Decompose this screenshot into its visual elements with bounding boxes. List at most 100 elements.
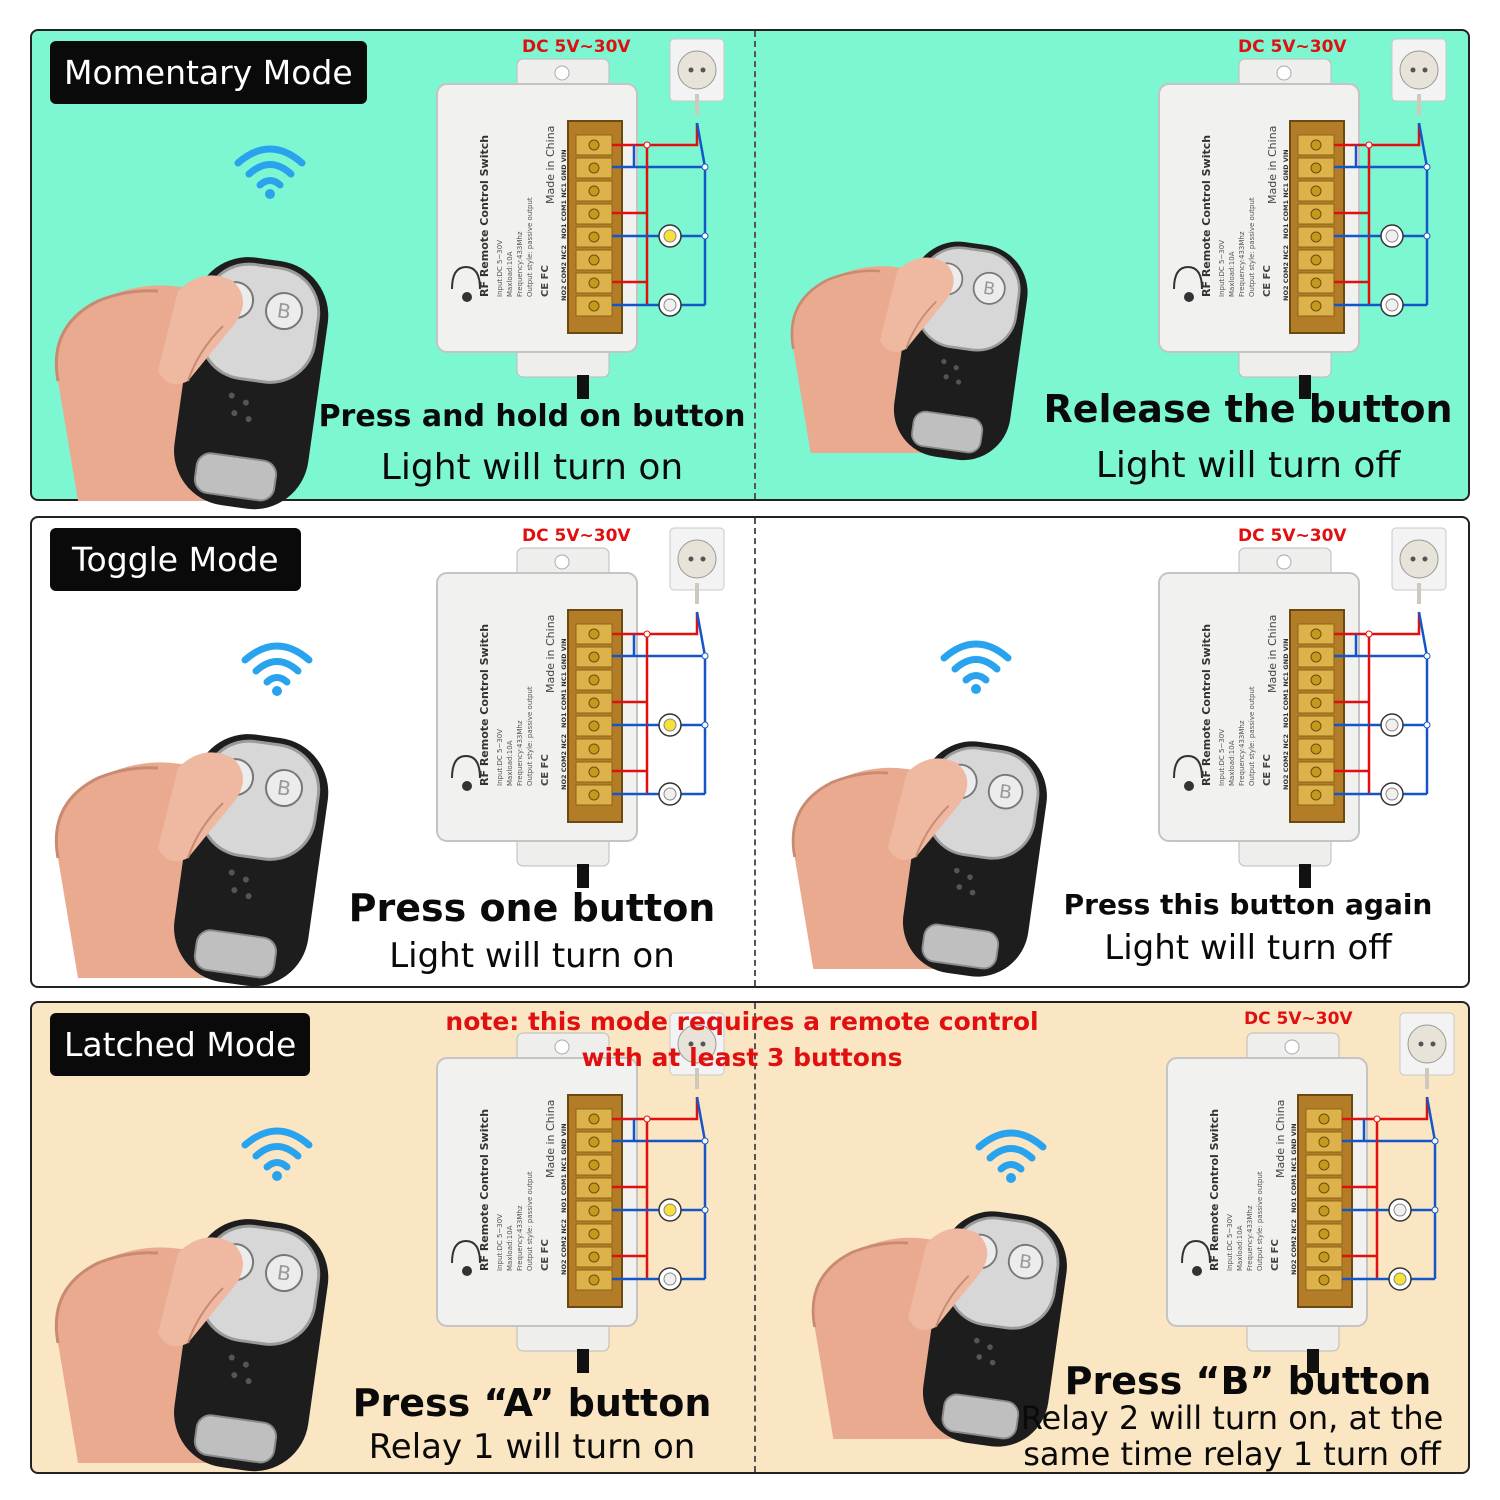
svg-text:Output style: passive output: Output style: passive output bbox=[526, 197, 534, 297]
relay-module: RF Remote Control Switch Input:DC 5~30V … bbox=[436, 527, 725, 888]
relay-module: RF Remote Control Switch Input:DC 5~30V … bbox=[436, 38, 725, 399]
dc-label: DC 5V~30V bbox=[522, 526, 631, 546]
svg-text:NO1 COM1 NC1 GND VIN: NO1 COM1 NC1 GND VIN bbox=[1290, 1123, 1298, 1213]
svg-text:RF Remote Control Switch: RF Remote Control Switch bbox=[1200, 135, 1213, 297]
relay-module: RF Remote Control Switch Input:DC 5~30V … bbox=[1158, 38, 1447, 399]
caption-bold: Release the button bbox=[1043, 387, 1453, 431]
svg-text:Made in China: Made in China bbox=[1266, 126, 1279, 204]
svg-text:Frequency:433Mhz: Frequency:433Mhz bbox=[1238, 720, 1246, 786]
svg-text:RF Remote Control Switch: RF Remote Control Switch bbox=[1200, 624, 1213, 786]
svg-text:Made in China: Made in China bbox=[544, 1100, 557, 1178]
svg-text:Output style: passive output: Output style: passive output bbox=[526, 686, 534, 786]
svg-text:Frequency:433Mhz: Frequency:433Mhz bbox=[516, 231, 524, 297]
hand-holding-remote-icon: A B bbox=[54, 734, 329, 987]
wifi-signal-icon bbox=[234, 145, 306, 199]
svg-text:NO2 COM2 NC2: NO2 COM2 NC2 bbox=[560, 734, 568, 790]
svg-text:CE FC: CE FC bbox=[1262, 265, 1273, 297]
latched-right: DC 5V~30V A B bbox=[754, 1003, 1470, 1473]
hand-holding-remote-icon: A B bbox=[791, 741, 1047, 977]
dc-label: DC 5V~30V bbox=[1238, 37, 1347, 57]
caption-normal: Light will turn on bbox=[389, 936, 675, 976]
caption-bold: Press this button again bbox=[1063, 888, 1433, 921]
svg-text:Made in China: Made in China bbox=[1266, 615, 1279, 693]
svg-text:Input:DC 5~30V: Input:DC 5~30V bbox=[496, 1214, 504, 1271]
caption-normal: Relay 1 will turn on bbox=[368, 1427, 696, 1467]
svg-text:NO2 COM2 NC2: NO2 COM2 NC2 bbox=[560, 1219, 568, 1275]
svg-text:B: B bbox=[276, 775, 293, 801]
svg-text:Maxload:10A: Maxload:10A bbox=[506, 740, 514, 786]
svg-text:B: B bbox=[1018, 1251, 1034, 1274]
hand-holding-remote-icon: A B bbox=[790, 241, 1028, 461]
svg-text:NO1 COM1 NC1 GND VIN: NO1 COM1 NC1 GND VIN bbox=[560, 1123, 568, 1213]
momentary-panel: Momentary Mode DC 5V~30V A B bbox=[30, 29, 1470, 510]
svg-text:Input:DC 5~30V: Input:DC 5~30V bbox=[496, 240, 504, 297]
hand-holding-remote-icon: A B bbox=[54, 257, 329, 510]
svg-text:RF Remote Control Switch: RF Remote Control Switch bbox=[478, 624, 491, 786]
momentary-right: DC 5V~30V A B bbox=[754, 31, 1470, 499]
dc-label: DC 5V~30V bbox=[1238, 526, 1347, 546]
svg-text:Frequency:433Mhz: Frequency:433Mhz bbox=[1246, 1205, 1254, 1271]
svg-text:B: B bbox=[276, 298, 293, 324]
svg-text:NO1 COM1 NC1 GND VIN: NO1 COM1 NC1 GND VIN bbox=[560, 149, 568, 239]
svg-text:Maxload:10A: Maxload:10A bbox=[506, 1225, 514, 1271]
wifi-signal-icon bbox=[975, 1129, 1047, 1183]
caption-normal: Light will turn off bbox=[1095, 445, 1401, 486]
svg-text:Maxload:10A: Maxload:10A bbox=[506, 251, 514, 297]
svg-text:Maxload:10A: Maxload:10A bbox=[1236, 1225, 1244, 1271]
wifi-signal-icon bbox=[940, 640, 1012, 694]
dc-label: DC 5V~30V bbox=[522, 37, 631, 57]
mode-label-momentary: Momentary Mode bbox=[50, 41, 367, 104]
latched-panel: Latched Mode A B bbox=[30, 1001, 1470, 1474]
caption-normal: Relay 2 will turn on, at the bbox=[1020, 1399, 1444, 1437]
svg-text:NO1 COM1 NC1 GND VIN: NO1 COM1 NC1 GND VIN bbox=[1282, 638, 1290, 728]
toggle-panel: Toggle Mode DC 5V~30V A B bbox=[30, 516, 1470, 988]
svg-text:RF Remote Control Switch: RF Remote Control Switch bbox=[1208, 1109, 1221, 1271]
toggle-left: Toggle Mode DC 5V~30V A B bbox=[32, 518, 754, 987]
svg-text:Frequency:433Mhz: Frequency:433Mhz bbox=[516, 1205, 524, 1271]
caption-bold: Press one button bbox=[348, 886, 716, 930]
relay-module: RF Remote Control Switch Input:DC 5~30V … bbox=[436, 1012, 725, 1373]
svg-text:Maxload:10A: Maxload:10A bbox=[1228, 740, 1236, 786]
caption-bold: Press and hold on button bbox=[318, 399, 746, 434]
wifi-signal-icon bbox=[241, 642, 313, 696]
relay-module: RF Remote Control Switch Input:DC 5~30V … bbox=[1166, 1012, 1455, 1373]
svg-text:CE FC: CE FC bbox=[540, 754, 551, 786]
svg-text:Output style: passive output: Output style: passive output bbox=[1256, 1171, 1264, 1271]
svg-text:RF Remote Control Switch: RF Remote Control Switch bbox=[478, 135, 491, 297]
svg-text:Made in China: Made in China bbox=[544, 126, 557, 204]
caption-normal: Light will turn off bbox=[1104, 928, 1392, 968]
mode-note: with at least 3 buttons bbox=[581, 1043, 903, 1072]
svg-text:NO2 COM2 NC2: NO2 COM2 NC2 bbox=[1282, 734, 1290, 790]
svg-text:Input:DC 5~30V: Input:DC 5~30V bbox=[1218, 729, 1226, 786]
svg-text:Output style: passive output: Output style: passive output bbox=[1248, 686, 1256, 786]
svg-text:Maxload:10A: Maxload:10A bbox=[1228, 251, 1236, 297]
svg-text:NO2 COM2 NC2: NO2 COM2 NC2 bbox=[560, 245, 568, 301]
caption-normal: same time relay 1 turn off bbox=[1023, 1435, 1441, 1473]
svg-text:NO1 COM1 NC1 GND VIN: NO1 COM1 NC1 GND VIN bbox=[560, 638, 568, 728]
svg-text:Output style: passive output: Output style: passive output bbox=[1248, 197, 1256, 297]
svg-text:NO2 COM2 NC2: NO2 COM2 NC2 bbox=[1282, 245, 1290, 301]
mode-label-toggle: Toggle Mode bbox=[50, 528, 301, 591]
svg-text:Input:DC 5~30V: Input:DC 5~30V bbox=[1226, 1214, 1234, 1271]
svg-text:Output style: passive output: Output style: passive output bbox=[526, 1171, 534, 1271]
svg-text:CE FC: CE FC bbox=[1270, 1239, 1281, 1271]
svg-text:Input:DC 5~30V: Input:DC 5~30V bbox=[496, 729, 504, 786]
caption-bold: Press “B” button bbox=[1064, 1359, 1432, 1403]
svg-text:B: B bbox=[276, 1260, 293, 1286]
svg-text:RF Remote Control Switch: RF Remote Control Switch bbox=[478, 1109, 491, 1271]
svg-text:Frequency:433Mhz: Frequency:433Mhz bbox=[1238, 231, 1246, 297]
toggle-right: DC 5V~30V A B bbox=[754, 518, 1470, 986]
caption-normal: Light will turn on bbox=[380, 447, 684, 488]
mode-label-latched: Latched Mode bbox=[50, 1013, 311, 1076]
svg-text:NO2 COM2 NC2: NO2 COM2 NC2 bbox=[1290, 1219, 1298, 1275]
wifi-signal-icon bbox=[241, 1127, 313, 1181]
hand-holding-remote-icon: A B bbox=[811, 1211, 1067, 1447]
hand-holding-remote-icon: A B bbox=[54, 1219, 329, 1472]
svg-text:NO1 COM1 NC1 GND VIN: NO1 COM1 NC1 GND VIN bbox=[1282, 149, 1290, 239]
svg-text:B: B bbox=[998, 781, 1014, 804]
momentary-left: Momentary Mode DC 5V~30V A B bbox=[32, 31, 754, 510]
svg-text:CE FC: CE FC bbox=[540, 1239, 551, 1271]
relay-module: RF Remote Control Switch Input:DC 5~30V … bbox=[1158, 527, 1447, 888]
svg-text:CE FC: CE FC bbox=[540, 265, 551, 297]
svg-text:B: B bbox=[982, 279, 997, 300]
